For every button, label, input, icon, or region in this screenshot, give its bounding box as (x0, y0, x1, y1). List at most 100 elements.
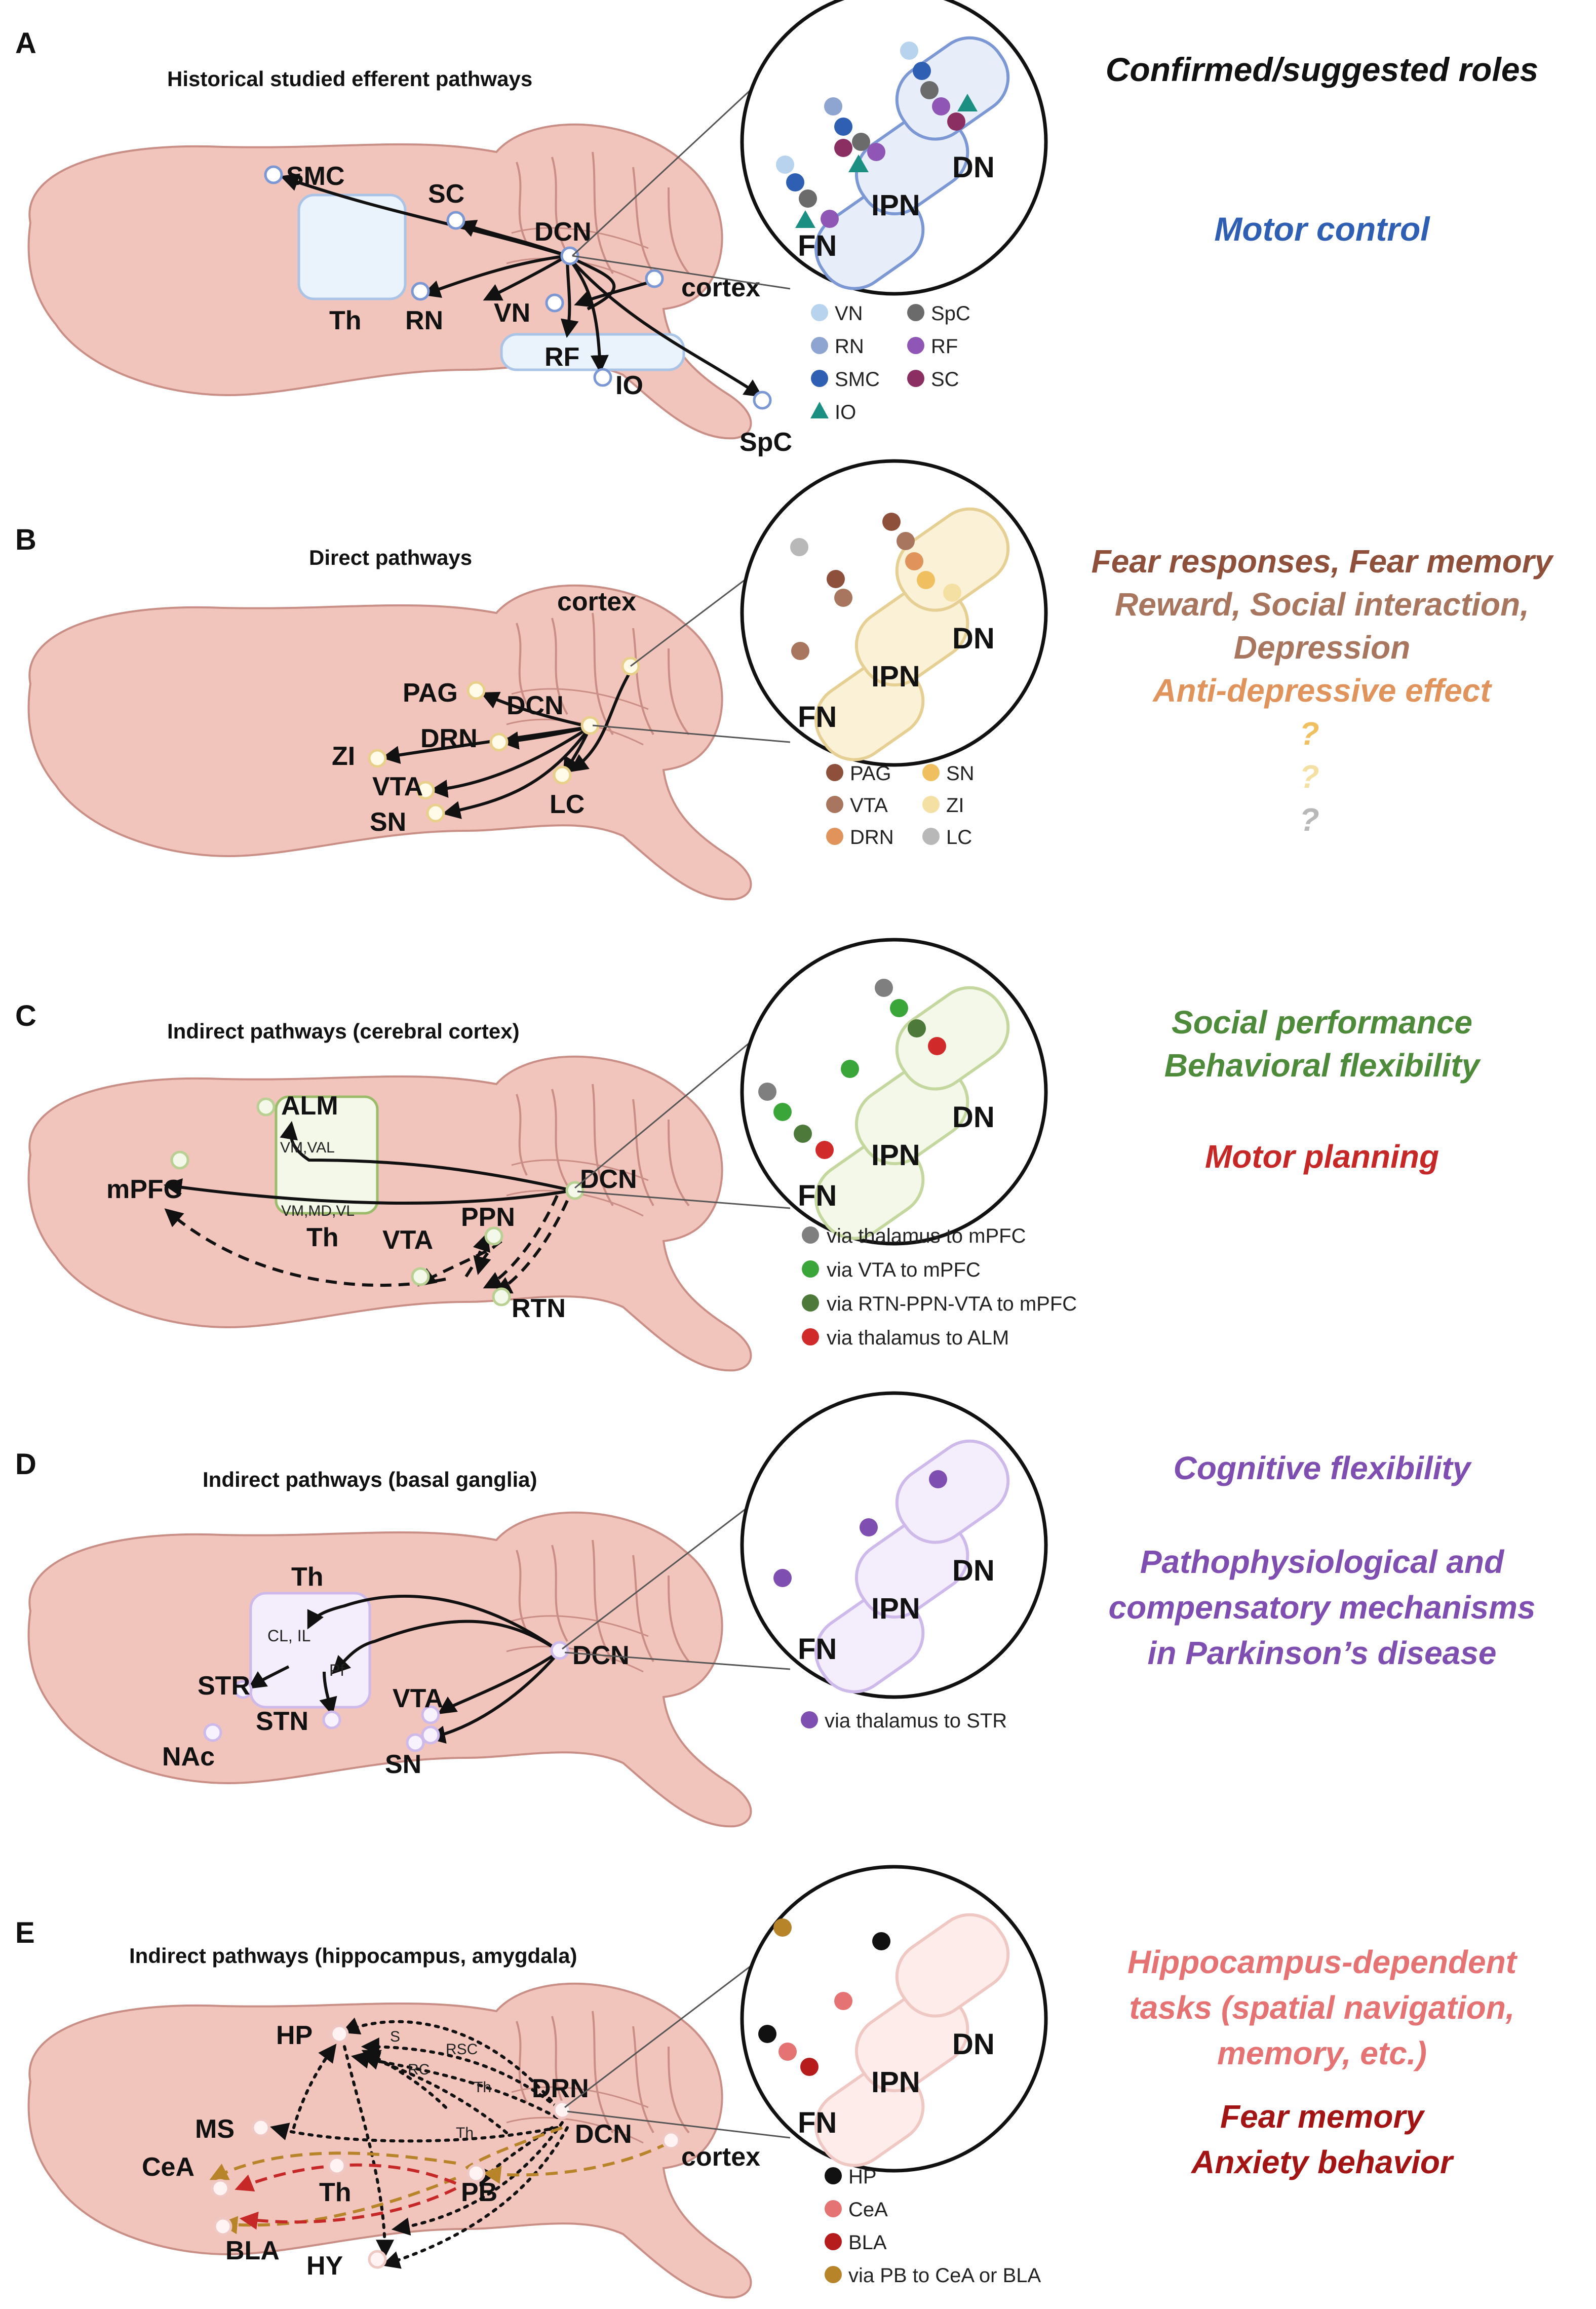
label-vta: VTA (393, 1684, 443, 1713)
label-zi: ZI (332, 742, 355, 771)
dotted-arrows (270, 2017, 569, 2269)
label-mpfc: mPFC (106, 1175, 182, 1204)
legend-label: RN (835, 335, 864, 358)
label-vm-val: VM,VAL (280, 1139, 335, 1156)
label-rc: RC (408, 2061, 430, 2078)
label-cortex: cortex (681, 273, 760, 302)
thalamus-region (249, 1592, 371, 1709)
label-bla: BLA (225, 2236, 280, 2265)
nucleus-ipn: IPN (871, 660, 920, 693)
label-rsc: RSC (446, 2041, 478, 2058)
thalamus-region (297, 194, 407, 300)
panel-title: Indirect pathways (cerebral cortex) (167, 1019, 520, 1043)
role-text: Depression (1234, 629, 1411, 666)
role-text: Cognitive flexibility (1174, 1450, 1472, 1486)
zoom-line (567, 2110, 791, 2139)
legend-label: SN (946, 762, 975, 785)
role-text: Anxiety behavior (1190, 2144, 1454, 2180)
label-th: Th (319, 2178, 352, 2207)
label-vta: VTA (372, 772, 423, 801)
label-nac: NAc (162, 1742, 215, 1772)
legend-label: HP (848, 2166, 877, 2188)
nucleus-fn: FN (798, 1179, 837, 1212)
label-cortex: cortex (557, 587, 636, 617)
legend-label: RF (931, 335, 958, 358)
legend-label: via VTA to mPFC (827, 1259, 981, 1281)
node-markers (211, 2024, 681, 2269)
role-text: tasks (spatial navigation, (1129, 1989, 1514, 2026)
efferent-arrows (280, 173, 763, 397)
label-th-small: Th (456, 2125, 474, 2141)
role-text: Social performance (1172, 1004, 1472, 1041)
nucleus-fn: FN (798, 701, 837, 734)
panel-d: D Indirect pathways (basal ganglia) Th C… (15, 1391, 1536, 1828)
efferent-arrows (248, 1595, 561, 1744)
region-labels: Th CL, IL Pf STR STN VTA DCN NAc SN (162, 1562, 630, 1779)
legend-label: SC (931, 368, 959, 391)
label-hp: HP (276, 2021, 313, 2050)
label-str: STR (198, 1671, 250, 1701)
role-text: ? (1299, 715, 1319, 752)
nucleus-dn: DN (952, 622, 995, 655)
zoom-line (577, 1190, 791, 1209)
panel-e: E Indirect pathways (hippocampus, amygda… (15, 1865, 1518, 2299)
reticular-formation-region (500, 333, 685, 371)
legend-label: via thalamus to STR (825, 1710, 1007, 1732)
role-text: compensatory mechanisms (1109, 1589, 1536, 1626)
brain-outline (27, 1055, 752, 1372)
zoom-line (564, 1962, 755, 2108)
panel-a: A Historical studied efferent pathways (15, 0, 1538, 457)
role-text: Fear responses, Fear memory (1092, 543, 1554, 580)
zoom-line (574, 1037, 755, 1189)
label-pag: PAG (403, 678, 458, 708)
legend: via thalamus to mPFC via VTA to mPFC via… (802, 1225, 1077, 1349)
panel-letter: D (15, 1448, 36, 1481)
legend-label: via PB to CeA or BLA (848, 2264, 1041, 2287)
label-vm-md-vl: VM,MD,VL (281, 1203, 355, 1219)
node-markers (264, 165, 772, 410)
label-rf: RF (544, 342, 579, 372)
legend-label: via thalamus to ALM (827, 1327, 1009, 1349)
role-text: Reward, Social interaction, (1115, 586, 1529, 623)
role-text: ? (1299, 758, 1319, 795)
role-text: Motor control (1214, 210, 1430, 248)
legend-label: DRN (850, 826, 894, 849)
role-heading: Confirmed/suggested roles (1106, 51, 1539, 88)
panel-letter: E (15, 1916, 35, 1949)
legend-label: SpC (931, 302, 970, 325)
legend-label: via thalamus to mPFC (827, 1225, 1026, 1247)
label-cortex: cortex (681, 2142, 760, 2172)
label-dcn: DCN (575, 2120, 632, 2149)
legend-label: ZI (946, 794, 964, 817)
legend: PAG VTA DRN SN ZI LC (826, 762, 975, 849)
label-spc: SpC (739, 428, 792, 457)
label-hy: HY (306, 2251, 343, 2281)
role-text: Behavioral flexibility (1164, 1047, 1482, 1084)
legend-label: CeA (848, 2199, 888, 2221)
label-pb: PB (461, 2178, 497, 2207)
legend: VN RN SMC IO SpC RF SC (810, 302, 970, 424)
label-vn: VN (494, 298, 530, 328)
legend-label: VN (835, 302, 863, 325)
legend-label: LC (946, 826, 972, 849)
legend: via thalamus to STR (801, 1710, 1007, 1732)
nucleus-ipn: IPN (871, 189, 920, 222)
label-stn: STN (256, 1707, 308, 1736)
label-dcn: DCN (507, 691, 564, 720)
zoom-line (630, 571, 755, 667)
brain-outline (27, 1511, 752, 1828)
label-th: Th (306, 1223, 339, 1252)
deep-cerebellar-nuclei-inset: DN IPN FN (740, 0, 1048, 296)
deep-cerebellar-nuclei-inset: DN IPN FN (740, 1865, 1048, 2173)
panel-b: B Direct pathways cortex PAG (15, 459, 1554, 901)
label-ppn: PPN (461, 1203, 515, 1232)
label-lc: LC (550, 790, 585, 819)
panel-title: Indirect pathways (basal ganglia) (203, 1468, 537, 1491)
panel-title: Direct pathways (309, 546, 472, 569)
roles: Hippocampus-dependent tasks (spatial nav… (1127, 1944, 1518, 2180)
label-cl-il: CL, IL (267, 1627, 310, 1645)
deep-cerebellar-nuclei-inset: DN IPN FN (740, 459, 1048, 767)
label-th-small: Th (474, 2079, 491, 2096)
role-text: Hippocampus-dependent (1127, 1944, 1518, 1980)
